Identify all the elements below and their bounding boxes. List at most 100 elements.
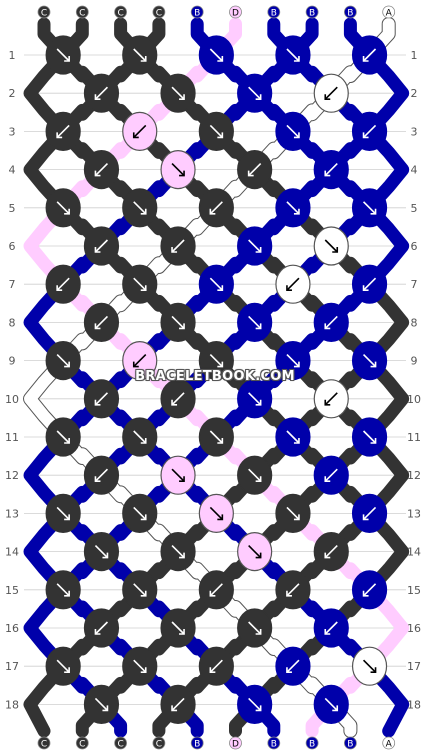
arrow-head [94,323,101,330]
knot [83,302,120,342]
arrow-down-right-icon [94,545,109,559]
arrow-down-right-icon [248,621,262,635]
knot [275,417,311,457]
knot [275,493,311,534]
arrow-down-left-icon [362,506,377,520]
knot [198,493,234,534]
arrow-down-left-icon [324,315,338,329]
arrow-down-left-icon [133,354,147,368]
row-number-label: 14 [5,546,19,559]
arrow-down-right-icon [171,86,185,100]
bottom-string-letter: A [386,740,393,750]
arrow-head [324,399,331,406]
top-string-letter: B [347,9,353,19]
row-number-label: 16 [5,622,19,635]
arrow-head [247,170,254,177]
knot [237,150,273,190]
arrow-head [94,94,101,100]
knot [160,455,196,495]
arrow-down-right-icon [56,659,70,673]
arrow-head [140,438,147,444]
bottom-string-letter: C [41,740,47,750]
arrow-head [293,438,300,444]
knot [198,188,234,228]
arrow-head [370,438,377,444]
arrow-head [209,590,216,597]
knot [313,379,349,419]
arrow-head [255,552,262,559]
row-number-label: 10 [407,393,421,406]
bottom-string-marker [75,736,89,750]
arrow-down-left-icon [209,201,223,215]
bottom-string-marker [305,736,319,750]
arrow-down-right-icon [56,201,70,215]
knot [122,188,158,228]
knot [275,341,311,381]
knot [83,455,120,495]
knot [313,302,349,342]
bottom-string-marker [114,736,127,750]
arrow-head [362,56,369,62]
knot [83,684,120,725]
arrow-down-right-icon [133,430,147,444]
arrow-down-right-icon [209,354,223,368]
knot [275,264,311,304]
arrow-down-right-icon [133,506,147,520]
arrow-head [370,361,377,368]
knot [351,341,388,381]
arrow-head [362,590,369,597]
arrow-down-left-icon [94,392,109,406]
knot [122,493,158,534]
arrow-head [94,476,101,483]
row-number-label: 11 [5,431,19,444]
knot [83,226,120,266]
bottom-string-marker [229,736,242,750]
knot [313,531,349,572]
arrow-head [255,323,262,330]
row-number-label: 1 [411,49,418,62]
arrow-down-right-icon [209,430,223,444]
arrow-head [217,56,224,62]
arrow-head [56,132,63,139]
arrow-down-right-icon [56,583,70,597]
knot [275,111,311,151]
row-number-label: 5 [9,202,16,215]
top-string-letter: B [271,9,277,19]
arrow-head [293,56,300,62]
knot [45,341,81,381]
arrow-down-left-icon [94,621,109,635]
arrow-head [179,323,185,330]
arrow-down-left-icon [94,86,109,100]
bottom-string-marker [382,736,396,750]
knot [313,608,349,648]
arrow-down-left-icon [171,392,185,406]
arrow-head [324,170,331,177]
arrow-down-left-icon [94,468,109,482]
arrow-head [94,399,101,406]
arrow-down-right-icon [209,48,223,62]
arrow-down-right-icon [362,430,377,444]
row-number-label: 14 [407,546,421,559]
bottom-string-letter: B [309,740,315,750]
knot [237,73,273,113]
knot [160,226,196,266]
arrow-head [217,514,224,521]
arrow-down-right-icon [209,506,223,520]
arrow-down-left-icon [324,392,338,406]
row-number-label: 15 [5,584,19,597]
arrow-down-right-icon [286,124,300,138]
bottom-string-letter: B [271,740,277,750]
bottom-string-marker [152,736,166,750]
bottom-string-letter: B [194,740,200,750]
knot [237,455,273,495]
arrow-head [255,476,262,483]
arrow-head [171,399,178,406]
top-string-marker [382,5,396,19]
knot [351,646,388,686]
knot [351,570,388,610]
knot [45,264,81,304]
arrow-down-right-icon [286,506,300,520]
arrow-head [332,705,339,712]
top-string-letter: C [79,9,85,19]
arrow-down-right-icon [171,468,185,482]
